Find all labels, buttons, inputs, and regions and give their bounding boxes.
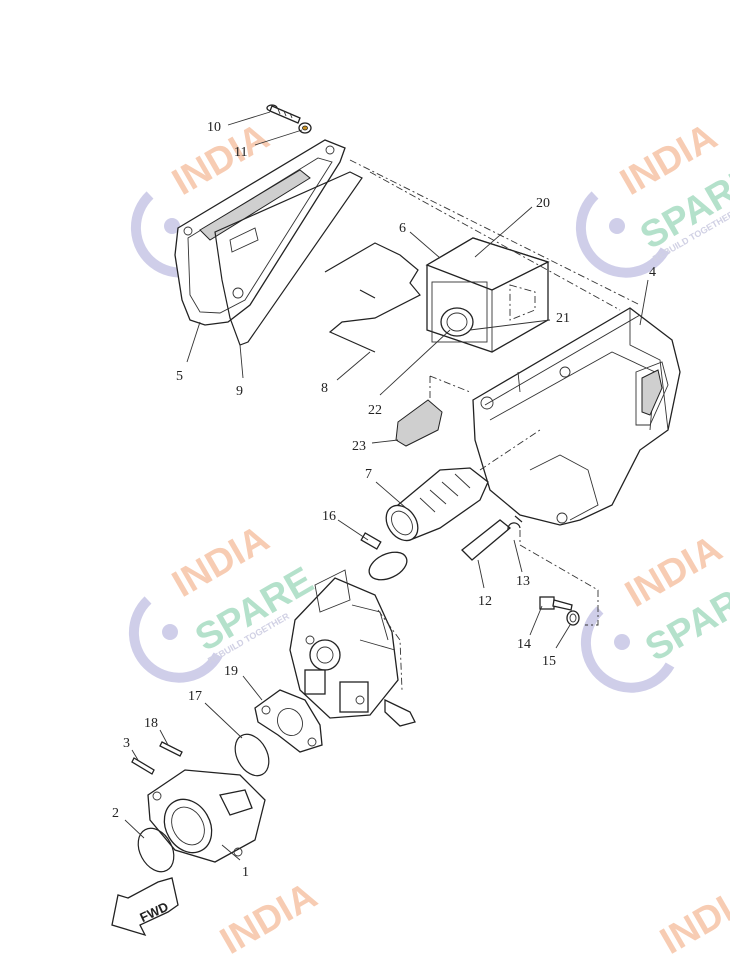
- leader-lines: [124, 111, 649, 861]
- callout-4: 4: [649, 265, 656, 280]
- part-17-o-ring: [234, 733, 270, 777]
- part-7-intake-hose: [385, 467, 489, 542]
- watermark-bottom: INDIA INDIA: [214, 875, 730, 962]
- callout-14: 14: [517, 637, 531, 652]
- part-16-hose-clamp: [360, 532, 408, 581]
- part-19-gasket: [254, 689, 323, 753]
- callout-13: 13: [516, 574, 530, 589]
- part-10-screw: [266, 104, 301, 124]
- wrench-logo-icon: [128, 596, 223, 683]
- callout-18: 18: [144, 716, 158, 731]
- wrench-logo-icon: [580, 606, 675, 693]
- callout-3: 3: [123, 736, 130, 751]
- callout-21: 21: [556, 311, 570, 326]
- callout-23: 23: [352, 439, 366, 454]
- part-11-washer: [298, 122, 312, 134]
- callout-11: 11: [234, 145, 247, 160]
- part-21-filter-frame: [440, 307, 474, 337]
- callout-5: 5: [176, 369, 183, 384]
- part-5-side-cover: [174, 139, 346, 326]
- callout-7: 7: [365, 467, 372, 482]
- watermark-india: INDIA: [214, 875, 325, 962]
- watermark-mid-right: INDIA SPARE: [580, 528, 730, 693]
- callout-22: 22: [368, 403, 382, 418]
- part-8-clip: [324, 242, 421, 353]
- callout-6: 6: [399, 221, 406, 236]
- callout-8: 8: [321, 381, 328, 396]
- callout-1: 1: [242, 865, 249, 880]
- callout-16: 16: [322, 509, 336, 524]
- callout-20: 20: [536, 196, 550, 211]
- part-2-o-ring: [137, 827, 175, 873]
- carburetor-assembly: [289, 569, 416, 727]
- part-4-air-box: [472, 307, 681, 526]
- part-18-bolt: [159, 741, 183, 757]
- callout-9: 9: [236, 384, 243, 399]
- part-14-bolt: [539, 596, 573, 611]
- callout-15: 15: [542, 654, 556, 669]
- callout-2: 2: [112, 806, 119, 821]
- callout-12: 12: [478, 594, 492, 609]
- watermark-india: INDIA: [654, 875, 730, 962]
- callout-19: 19: [224, 664, 238, 679]
- callout-labels: 10 11 20 6 4 21 22 8 5 9 23 7 16 12 13 1…: [112, 120, 656, 880]
- part-23-foam-pad: [395, 399, 443, 447]
- part-15-collar: [566, 610, 580, 626]
- watermark-top-right: INDIA SPARE REBUILD TOGETHER: [575, 116, 730, 278]
- forward-direction-arrow: FWD: [111, 877, 179, 937]
- wrench-logo-icon: [575, 191, 670, 278]
- assembly-guide-lines: [349, 159, 641, 626]
- part-9-seal: [214, 171, 363, 346]
- callout-10: 10: [207, 120, 221, 135]
- part-12-joint: [461, 519, 512, 561]
- callout-17: 17: [188, 689, 202, 704]
- part-3-bolt: [131, 757, 155, 775]
- part-1-joint: [147, 769, 266, 863]
- part-13-band: [507, 515, 523, 531]
